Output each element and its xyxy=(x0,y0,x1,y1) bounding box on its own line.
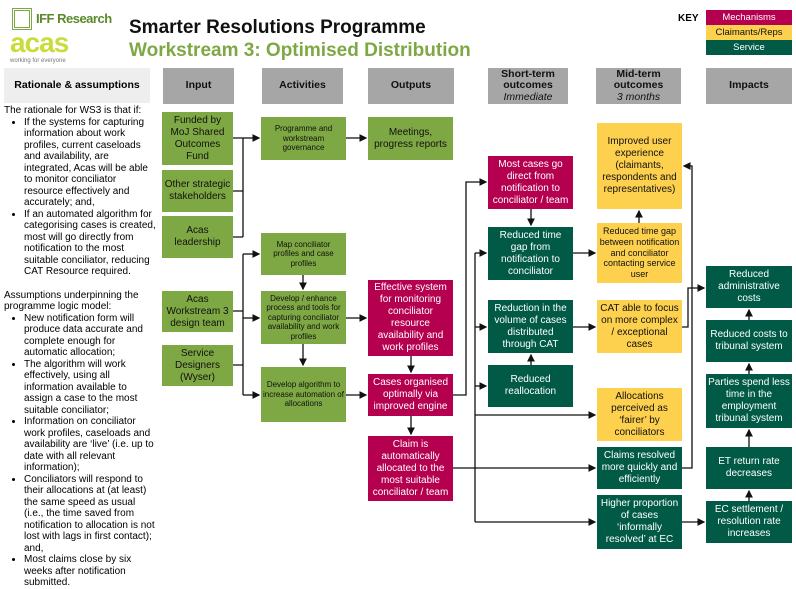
input-design-team: Acas Workstream 3 design team xyxy=(162,291,233,332)
iff-logo xyxy=(12,8,32,30)
header-mid-label: Mid-term outcomes xyxy=(613,67,664,92)
short-most-cases-direct: Most cases go direct from notification t… xyxy=(488,156,573,209)
assumption-item: The algorithm will work effectively, usi… xyxy=(24,359,156,417)
header-short-sub: Immediate xyxy=(503,90,553,103)
assumption-item: Most claims close by six weeks after not… xyxy=(24,554,156,589)
iff-logo-text: IFF Research xyxy=(36,11,112,26)
input-funded: Funded by MoJ Shared Outcomes Fund xyxy=(162,112,233,165)
key-service: Service xyxy=(706,40,792,55)
mid-claims-resolved: Claims resolved more quickly and efficie… xyxy=(597,447,682,489)
header-activities-label: Activities xyxy=(279,79,326,92)
page-title: Smarter Resolutions Programme xyxy=(129,17,426,38)
key-claimants: Claimants/Reps xyxy=(706,25,792,40)
key-mechanisms: Mechanisms xyxy=(706,10,792,25)
input-acas-leadership: Acas leadership xyxy=(162,216,233,258)
impact-less-time: Parties spend less time in the employmen… xyxy=(706,374,792,428)
activity-governance: Programme and workstream governance xyxy=(261,117,346,160)
rationale-item: If the systems for capturing information… xyxy=(24,117,156,209)
acas-tagline: working for everyone xyxy=(10,58,66,64)
output-meetings: Meetings, progress reports xyxy=(368,117,453,160)
mid-reduced-time-gap: Reduced time gap between notification an… xyxy=(597,223,682,283)
key-label: KEY xyxy=(678,13,699,24)
rationale-item: If an automated algorithm for categorisi… xyxy=(24,209,156,278)
assumption-item: Information on conciliator work profiles… xyxy=(24,416,156,474)
impact-et-return: ET return rate decreases xyxy=(706,447,792,489)
activity-develop-tools: Develop / enhance process and tools for … xyxy=(261,291,346,344)
page-subtitle: Workstream 3: Optimised Distribution xyxy=(129,40,471,61)
input-service-designers: Service Designers (Wyser) xyxy=(162,345,233,386)
output-claim-allocated: Claim is automatically allocated to the … xyxy=(368,436,453,501)
mid-higher-proportion: Higher proportion of cases ‘informally r… xyxy=(597,495,682,549)
impact-ec-settlement: EC settlement / resolution rate increase… xyxy=(706,501,792,543)
mid-cat-focus: CAT able to focus on more complex / exce… xyxy=(597,300,682,353)
impact-admin-costs: Reduced administrative costs xyxy=(706,266,792,308)
acas-logo: acas xyxy=(10,27,69,58)
output-effective-system: Effective system for monitoring concilia… xyxy=(368,280,453,356)
header-outputs: Outputs xyxy=(368,68,454,104)
input-bracket-1 xyxy=(233,137,244,238)
header-input-label: Input xyxy=(185,79,212,92)
assumption-item: New notification form will produce data … xyxy=(24,313,156,359)
short-reduced-reallocation: Reduced reallocation xyxy=(488,365,573,407)
header-input: Input xyxy=(163,68,234,104)
assumption-item: Conciliators will respond to their alloc… xyxy=(24,474,156,555)
rationale-heading: Rationale & assumptions xyxy=(4,68,150,103)
short-reduced-time-gap: Reduced time gap from notification to co… xyxy=(488,227,573,280)
rationale-intro: The rationale for WS3 is that if: xyxy=(4,105,142,116)
header-impacts-label: Impacts xyxy=(729,79,769,92)
header-activities: Activities xyxy=(262,68,343,104)
activity-map-profiles: Map conciliator profiles and case profil… xyxy=(261,233,346,275)
input-stakeholders: Other strategic stakeholders xyxy=(162,170,233,212)
impact-tribunal-costs: Reduced costs to tribunal system xyxy=(706,320,792,362)
connectors xyxy=(233,134,753,526)
short-reduction-cat: Reduction in the volume of cases distrib… xyxy=(488,300,573,353)
activity-develop-algorithm: Develop algorithm to increase automation… xyxy=(261,367,346,422)
header-outputs-label: Outputs xyxy=(390,79,432,92)
mid-improved-experience: Improved user experience (claimants, res… xyxy=(597,123,682,209)
header-short-label: Short-term outcomes xyxy=(501,67,555,92)
header-impacts: Impacts xyxy=(706,68,792,104)
output-cases-organised: Cases organised optimally via improved e… xyxy=(368,374,453,416)
assumptions-intro: Assumptions underpinning the programme l… xyxy=(4,289,139,313)
mid-allocations-fairer: Allocations perceived as ‘fairer’ by con… xyxy=(597,388,682,441)
header-mid-sub: 3 months xyxy=(616,90,661,103)
